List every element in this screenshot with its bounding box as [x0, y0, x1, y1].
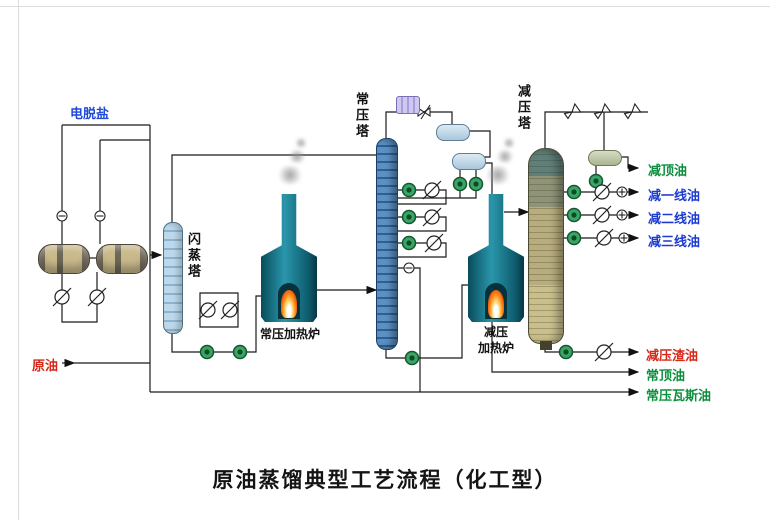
pump-icon — [452, 176, 468, 192]
vacuum-furnace-label-line1: 减压 — [483, 325, 508, 339]
mixer-icon — [618, 232, 630, 244]
diagram-title: 原油蒸馏典型工艺流程（化工型） — [212, 467, 558, 492]
heat-exchanger-icon — [592, 205, 612, 225]
ejector-drum — [588, 150, 622, 166]
atmospheric-tower-label: 常压塔 — [354, 92, 369, 140]
smoke-puff — [502, 138, 516, 148]
vac-top-oil-line — [620, 156, 640, 173]
vacuum-tower-label: 减压塔 — [516, 84, 531, 132]
heat-exchanger-icon — [422, 180, 442, 200]
product-label-vac-top-oil: 减顶油 — [648, 163, 688, 178]
pump-icon — [558, 344, 574, 360]
smoke-puff — [495, 150, 515, 163]
product-label-vac-line1-oil: 减一线油 — [648, 188, 701, 203]
pump-icon — [232, 344, 248, 360]
product-label-vac-residue: 减压渣油 — [646, 348, 699, 363]
desalter-label: 电脱盐 — [70, 106, 110, 121]
product-label-atm-gas-oil: 常压瓦斯油 — [646, 388, 712, 403]
vacuum-furnace — [468, 194, 524, 322]
reflux-drum — [452, 153, 486, 170]
desalter-drum — [96, 244, 148, 274]
pump-icon — [566, 207, 582, 223]
vacuum-furnace-label-line2: 加热炉 — [477, 340, 514, 355]
heat-exchanger-icon — [87, 287, 107, 307]
mixer-icon — [616, 209, 628, 221]
pump-icon — [468, 176, 484, 192]
pump-icon — [404, 350, 420, 366]
product-label-atm-top-oil: 常顶油 — [646, 368, 686, 383]
frame-left-line — [18, 0, 19, 520]
exchanger-box — [199, 292, 239, 328]
instrument-icon — [94, 210, 106, 222]
flash-tower-label: 闪蒸塔 — [186, 232, 201, 280]
heat-exchanger-icon — [594, 228, 614, 248]
flash-tower — [163, 222, 183, 334]
flash-bottoms — [171, 295, 261, 353]
pump-icon — [199, 344, 215, 360]
vacuum-tower-skirt — [540, 341, 552, 350]
frame-top-line — [0, 6, 770, 7]
heat-exchanger-icon — [52, 287, 72, 307]
pump-icon — [566, 184, 582, 200]
pump-icon — [401, 182, 417, 198]
mixer-icon — [616, 186, 628, 198]
atmospheric-furnace-label: 常压加热炉 — [259, 327, 320, 341]
flame-icon — [281, 290, 297, 318]
product-label-vac-line3-oil: 减三线油 — [648, 234, 701, 249]
vacuum-furnace-label: 减压 加热炉 — [466, 325, 526, 356]
pump-icon — [401, 235, 417, 251]
pipes — [61, 111, 648, 397]
condenser-drum — [436, 124, 470, 141]
heat-exchanger-icon — [422, 207, 442, 227]
pump-icon — [401, 209, 417, 225]
vacuum-tower — [528, 148, 564, 344]
atmospheric-furnace — [261, 194, 317, 322]
heat-exchanger-icon — [198, 300, 218, 320]
crude-oil-label: 原油 — [32, 358, 59, 373]
atm-bottoms — [385, 284, 468, 359]
desalter-drum — [38, 244, 90, 274]
heat-exchanger-icon — [594, 342, 614, 362]
flame-icon — [488, 290, 504, 318]
smoke-puff — [294, 138, 308, 148]
smoke-puff — [484, 166, 512, 184]
instrument-icon — [56, 210, 68, 222]
heat-exchanger-icon — [424, 233, 444, 253]
product-label-vac-line2-oil: 减二线油 — [648, 211, 701, 226]
flash-overhead — [171, 154, 376, 222]
pump-icon — [566, 230, 582, 246]
heat-exchanger-icon — [220, 300, 240, 320]
vac-overhead — [544, 111, 648, 148]
atmospheric-tower — [376, 138, 398, 350]
instrument-icon — [403, 262, 415, 274]
smoke-puff — [276, 166, 304, 184]
overhead-accumulator — [396, 96, 420, 114]
smoke-puff — [287, 150, 307, 163]
